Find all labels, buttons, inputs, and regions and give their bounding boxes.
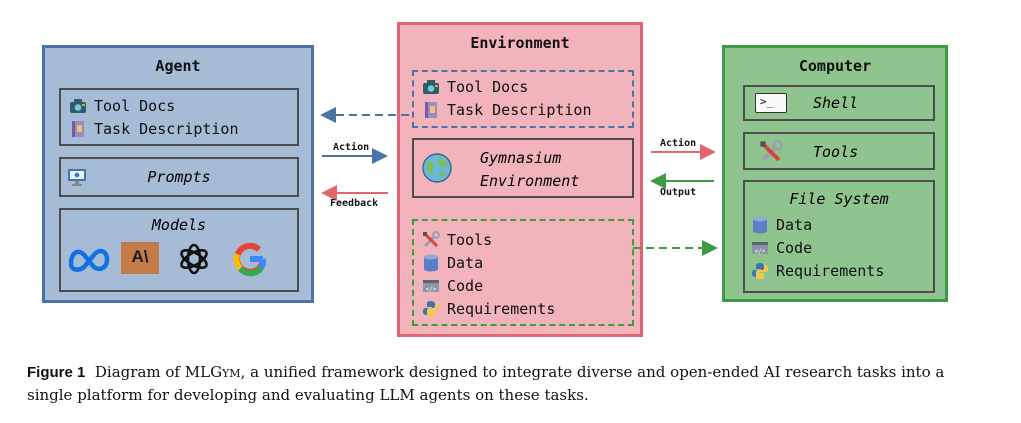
gymnasium-environment-box: Gymnasium Environment	[412, 138, 634, 198]
figure-caption: Figure 1 Diagram of MLGym, a unified fra…	[27, 361, 987, 406]
computer-data: Data	[751, 216, 812, 234]
camera-icon	[422, 78, 440, 96]
environment-tools-label: Tools	[447, 231, 493, 249]
environment-task-description: Task Description	[422, 101, 592, 119]
agent-tool-docs-label: Tool Docs	[94, 97, 176, 115]
computer-tools-label: Tools	[813, 143, 859, 161]
svg-text:</>: </>	[426, 286, 437, 293]
figure-label: Figure 1	[27, 364, 86, 381]
computer-panel: Computer >_ Shell Tools File System Data…	[722, 45, 948, 302]
computer-requirements-label: Requirements	[776, 262, 885, 280]
agent-prompts-box: Prompts	[59, 157, 299, 197]
computer-title: Computer	[798, 57, 872, 75]
gymnasium-label: Gymnasium	[480, 149, 562, 167]
agent-task-description-label: Task Description	[94, 120, 239, 138]
computer-shell-label: Shell	[813, 94, 859, 112]
globe-icon	[421, 152, 453, 188]
environment-resources-box: Tools Data </> Code Requirements	[412, 219, 634, 326]
environment-requirements: Requirements	[422, 300, 555, 318]
notebook-icon	[422, 101, 440, 119]
anthropic-icon: A\	[121, 242, 159, 274]
python-icon	[751, 262, 769, 280]
code-icon: </>	[422, 277, 440, 295]
agent-prompts-label: Prompts	[147, 168, 211, 186]
monitor-icon	[67, 167, 87, 187]
database-icon	[422, 254, 440, 272]
computer-code-label: Code	[776, 239, 813, 257]
agent-tool-docs: Tool Docs	[69, 97, 175, 115]
code-icon: </>	[751, 239, 769, 257]
environment-tools: Tools	[422, 231, 492, 249]
connector-arrows	[320, 107, 718, 256]
tools-icon	[422, 231, 440, 249]
terminal-icon: >_	[755, 93, 787, 113]
database-icon	[751, 216, 769, 234]
file-system-title: File System	[789, 190, 889, 208]
environment-code-label: Code	[447, 277, 484, 295]
agent-models-title: Models	[151, 216, 207, 234]
meta-icon	[67, 244, 111, 276]
computer-shell-box: >_ Shell	[743, 85, 935, 121]
caption-text-before: Diagram of ML	[94, 363, 211, 381]
agent-title: Agent	[155, 57, 201, 75]
tools-icon	[759, 140, 783, 168]
environment-tool-docs: Tool Docs	[422, 78, 528, 96]
environment-task-description-label: Task Description	[447, 101, 592, 119]
agent-task-description: Task Description	[69, 120, 239, 138]
environment-data-label: Data	[447, 254, 484, 272]
computer-code: </> Code	[751, 239, 812, 257]
environment-code: </> Code	[422, 277, 483, 295]
computer-requirements: Requirements	[751, 262, 884, 280]
environment-data: Data	[422, 254, 483, 272]
environment-label: Environment	[480, 172, 580, 190]
env-comp-output-label: Output	[660, 187, 697, 198]
agent-docs-box: Tool Docs Task Description	[59, 88, 299, 146]
agent-env-action-label: Action	[333, 142, 370, 153]
environment-title: Environment	[470, 34, 570, 52]
agent-models-box: Models A\	[59, 208, 299, 292]
svg-text:</>: </>	[755, 248, 766, 255]
environment-requirements-label: Requirements	[447, 300, 556, 318]
caption-text-after: , a unified framework designed to integr…	[27, 363, 945, 404]
caption-name-smallcaps: Gym	[210, 363, 241, 381]
agent-panel: Agent Tool Docs Task Description Prompts…	[42, 45, 314, 303]
environment-tool-docs-label: Tool Docs	[447, 78, 529, 96]
environment-panel: Environment Tool Docs Task Description G…	[397, 22, 643, 337]
python-icon	[422, 300, 440, 318]
environment-docs-box: Tool Docs Task Description	[412, 70, 634, 128]
env-comp-action-label: Action	[660, 138, 697, 149]
google-icon	[232, 241, 268, 281]
camera-icon	[69, 97, 87, 115]
anthropic-mark: A\	[131, 247, 149, 266]
openai-icon	[176, 241, 212, 281]
notebook-icon	[69, 120, 87, 138]
computer-data-label: Data	[776, 216, 813, 234]
computer-tools-box: Tools	[743, 132, 935, 170]
computer-file-system-box: File System Data </> Code Requirements	[743, 180, 935, 293]
agent-env-feedback-label: Feedback	[330, 198, 379, 209]
